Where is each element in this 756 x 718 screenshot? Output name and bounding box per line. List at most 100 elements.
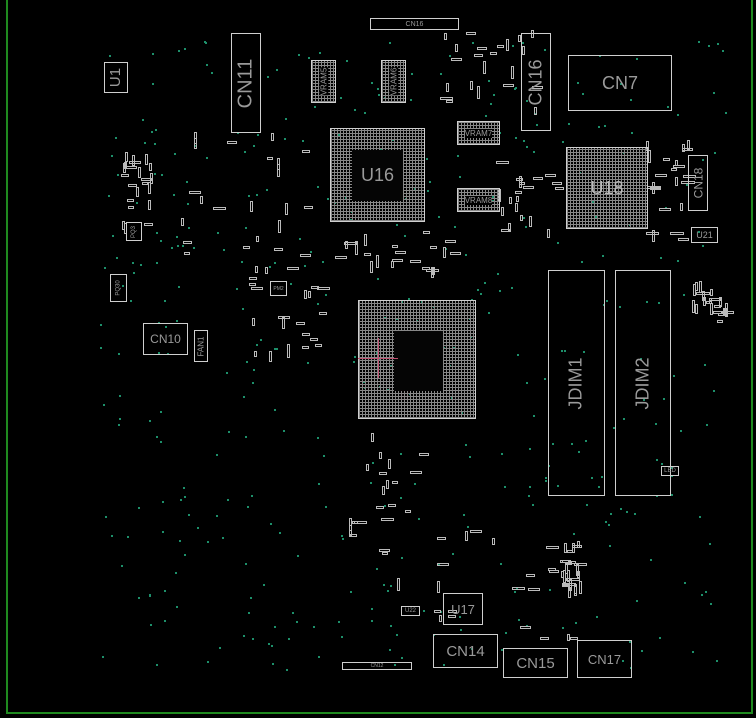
via (341, 538, 344, 541)
via (160, 240, 163, 243)
component-led[interactable]: LED (661, 466, 679, 476)
via (370, 82, 373, 85)
component-u17[interactable]: U17 (443, 593, 483, 625)
component-cn15[interactable]: CN15 (503, 648, 568, 678)
via (154, 129, 157, 132)
passive-pad (265, 266, 269, 275)
passive-pad (318, 311, 327, 315)
passive-pad (307, 290, 311, 299)
via (636, 58, 639, 61)
component-label: CN14 (446, 642, 485, 660)
component-u21[interactable]: U21 (691, 227, 718, 243)
via (324, 294, 327, 297)
component-cpu-socket[interactable] (358, 300, 476, 419)
component-u1[interactable]: U1 (104, 62, 128, 93)
passive-pad (128, 184, 137, 188)
via (712, 92, 715, 95)
component-jdim2[interactable]: JDIM2 (615, 270, 671, 496)
component-cn18[interactable]: CN18 (688, 155, 708, 211)
passive-pad (310, 338, 319, 342)
via (203, 40, 206, 43)
via (226, 372, 229, 375)
via (273, 347, 276, 350)
via (188, 513, 191, 516)
component-pm2[interactable]: PM2 (270, 281, 287, 296)
via (528, 447, 531, 450)
passive-pad (392, 258, 404, 262)
passive-pad (566, 633, 570, 641)
component-vram7[interactable]: VRAM7 (457, 121, 500, 145)
via (663, 398, 666, 401)
component-cn12[interactable]: CN12 (342, 662, 412, 670)
component-u16[interactable]: U16 (330, 128, 425, 222)
via (111, 155, 114, 158)
via (620, 508, 623, 511)
via (172, 193, 175, 196)
component-cn10[interactable]: CN10 (143, 323, 188, 355)
component-cn14[interactable]: CN14 (433, 634, 498, 668)
component-fan1[interactable]: FAN1 (194, 330, 208, 362)
via (581, 261, 584, 264)
via (268, 266, 271, 269)
via (257, 133, 260, 136)
component-u22[interactable]: U22 (401, 606, 420, 616)
component-label: PQ3 (130, 225, 137, 238)
via (176, 245, 179, 248)
via (377, 87, 380, 90)
passive-pad (425, 269, 440, 273)
passive-pad (448, 615, 457, 619)
passive-pad (123, 166, 137, 170)
component-cn11[interactable]: CN11 (231, 33, 261, 133)
via (714, 151, 716, 154)
passive-pad (724, 302, 728, 317)
component-u18[interactable]: U18 (566, 147, 648, 229)
via (712, 389, 715, 392)
via (704, 364, 707, 367)
passive-pad (436, 537, 446, 541)
via (185, 181, 188, 184)
via (716, 43, 719, 46)
via (326, 197, 329, 200)
via (302, 140, 305, 143)
component-jdim1[interactable]: JDIM1 (548, 270, 605, 496)
via (524, 226, 527, 229)
component-pq3[interactable]: PQ3 (126, 222, 142, 241)
via (602, 254, 605, 257)
via (568, 123, 571, 126)
via (383, 584, 386, 587)
component-pq30[interactable]: PQ30 (110, 274, 127, 302)
via (273, 626, 276, 629)
via (563, 349, 566, 352)
passive-pad (695, 282, 699, 291)
component-label: U17 (451, 601, 475, 617)
component-label: CN12 (370, 663, 384, 669)
component-vram5[interactable]: VRAM5 (311, 60, 336, 103)
passive-pad (500, 206, 504, 216)
via (505, 631, 508, 634)
via (526, 146, 529, 149)
via (312, 626, 315, 629)
via (643, 398, 646, 401)
passive-pad (182, 241, 193, 245)
component-cn16-top[interactable]: CN16 (370, 18, 459, 30)
via (458, 175, 461, 178)
passive-pad (287, 344, 291, 358)
via (514, 590, 517, 593)
component-cn16[interactable]: CN16 (521, 33, 551, 131)
component-vram8[interactable]: VRAM8 (457, 188, 500, 212)
via (516, 587, 518, 590)
via (196, 526, 199, 529)
via (370, 620, 373, 622)
via (266, 76, 269, 79)
passive-pad (654, 173, 667, 177)
via (153, 142, 156, 145)
via (268, 642, 271, 645)
via (526, 100, 529, 103)
passive-pad (123, 162, 127, 169)
passive-pad (443, 246, 447, 258)
via (271, 645, 274, 648)
component-cn17[interactable]: CN17 (577, 640, 632, 678)
component-vram6[interactable]: VRAM6 (381, 60, 406, 103)
via (400, 453, 403, 456)
component-cn7[interactable]: CN7 (568, 55, 672, 111)
